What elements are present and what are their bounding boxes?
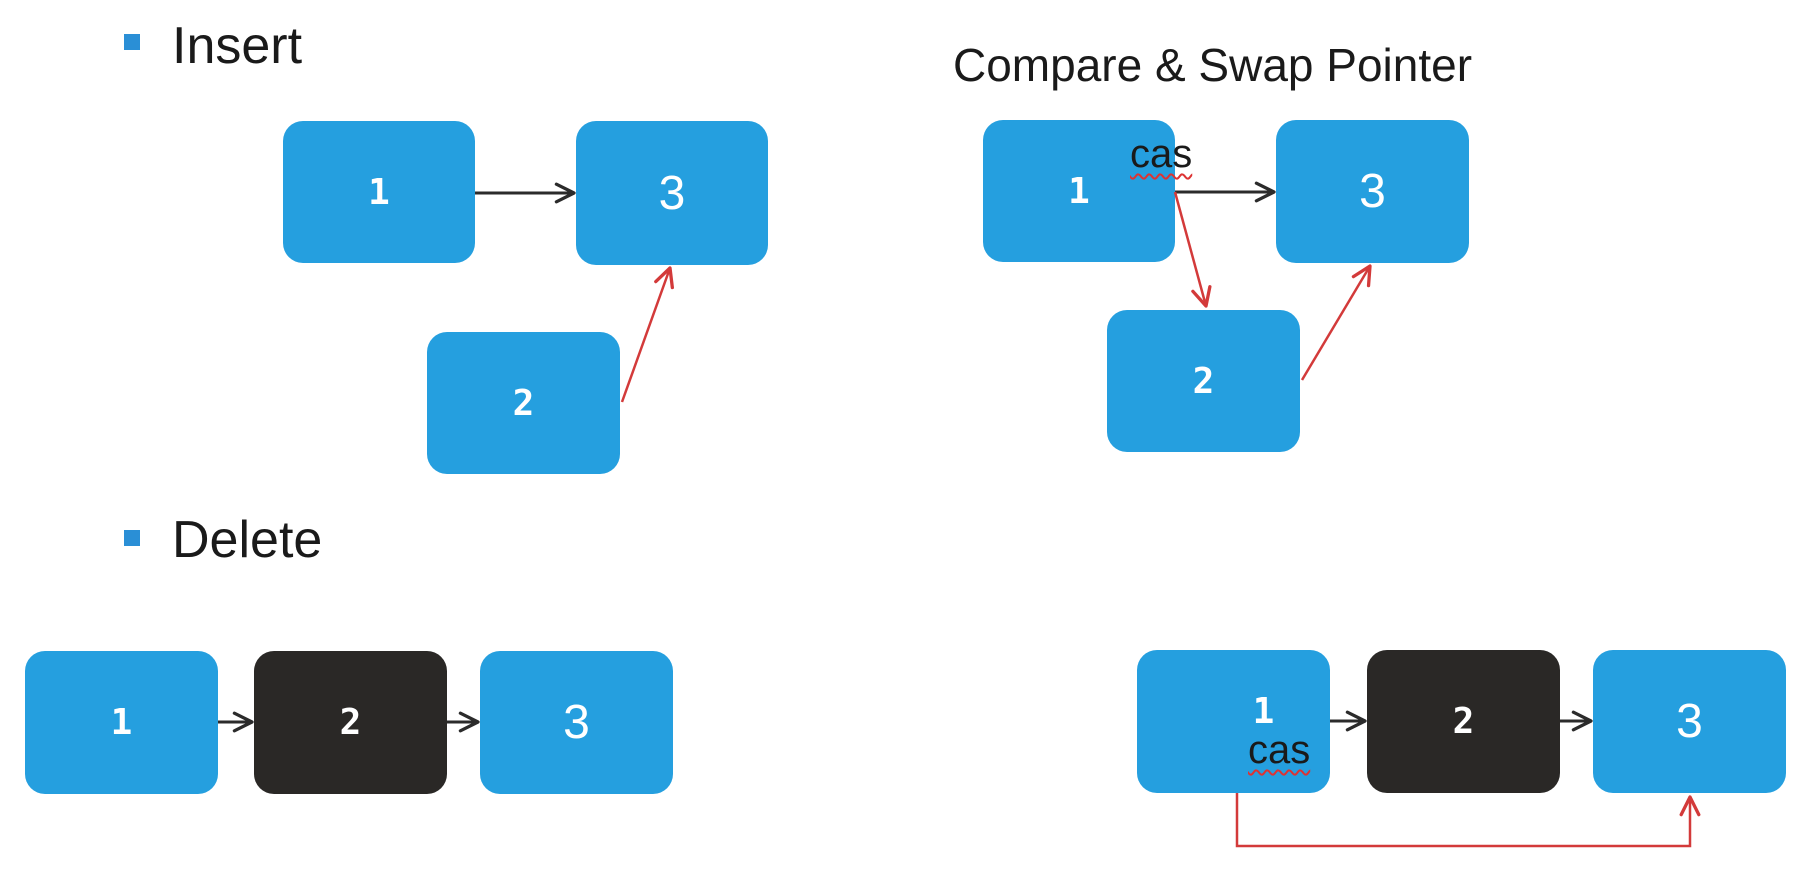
cas-delete-node-2-marked: 2 [1367, 650, 1560, 793]
node-label: 3 [1359, 165, 1386, 218]
insert-bullet [124, 34, 140, 50]
cas-insert-node-1: 1 [983, 120, 1175, 262]
delete-node-2-marked: 2 [254, 651, 447, 794]
node-label: 2 [339, 702, 362, 743]
cas-title: Compare & Swap Pointer [953, 39, 1473, 91]
delete-bullet [124, 530, 140, 546]
insert-heading: Insert [172, 17, 303, 75]
node-label: 2 [1192, 360, 1215, 402]
delete-heading: Delete [172, 511, 323, 569]
cas-insert-node-2: 2 [1107, 310, 1300, 452]
node-label: 1 [368, 171, 390, 213]
cas-insert-node-3: 3 [1276, 120, 1469, 263]
cas-insert-arrow-1-to-2 [1173, 191, 1212, 308]
node-label: 3 [563, 696, 590, 749]
cas-insert-label: cas [1130, 132, 1193, 176]
cas-delete-node-1: 1 [1137, 650, 1330, 793]
cas-delete-node-3: 3 [1593, 650, 1786, 793]
insert-node-2: 2 [427, 332, 620, 474]
delete-node-3: 3 [480, 651, 673, 794]
delete-node-1: 1 [25, 651, 218, 794]
node-label: 3 [658, 166, 686, 220]
cas-insert-arrow-2-to-3 [1300, 264, 1372, 381]
node-label: 1 [1252, 691, 1275, 732]
node-label: 3 [1676, 695, 1703, 748]
node-label: 1 [1068, 170, 1090, 212]
node-label: 1 [110, 702, 133, 743]
cas-delete-label: cas [1248, 728, 1311, 772]
insert-node-3: 3 [576, 121, 768, 265]
node-label: 2 [1452, 701, 1475, 742]
node-label: 2 [512, 382, 535, 424]
insert-node-1: 1 [283, 121, 475, 263]
cas-delete-bypass-arrow-1-to-3 [1235, 793, 1701, 848]
insert-arrow-2-to-3 [620, 266, 674, 403]
